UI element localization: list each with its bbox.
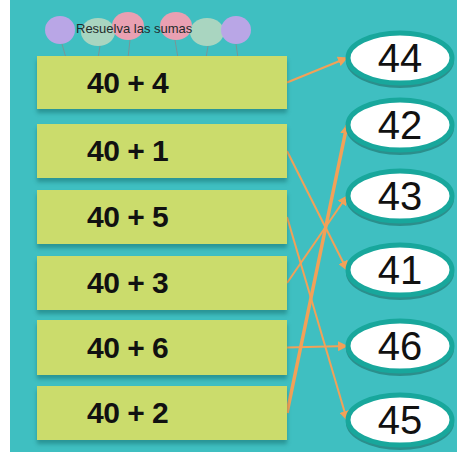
answer-circle: 41 [345,242,455,298]
circle-ring [348,395,452,445]
sum-text: 40 + 2 [87,396,168,430]
answer-circle: 42 [345,97,455,153]
answer-number: 41 [378,248,423,293]
sum-box: 40 + 3 [37,256,287,310]
title-text: Resuelva las sumas [76,21,192,36]
balloon [190,18,224,46]
sum-box: 40 + 4 [37,56,287,109]
sum-text: 40 + 6 [87,331,168,365]
sum-box: 40 + 2 [37,386,287,440]
balloon [45,16,75,44]
sum-text: 40 + 1 [87,134,168,168]
sum-text: 40 + 4 [87,66,168,100]
connector-arrow [287,346,347,348]
sum-box: 40 + 1 [37,124,287,178]
circle-shadow [346,101,454,155]
answer-number: 43 [378,174,423,219]
answer-number: 44 [378,36,423,81]
circle-ring [348,171,452,221]
circle-shadow [346,396,454,450]
sum-box: 40 + 5 [37,190,287,244]
answer-circle: 46 [345,318,455,374]
circle-shadow [346,322,454,376]
answer-circle: 44 [345,30,455,86]
answer-number: 45 [378,398,423,443]
answer-number: 46 [378,324,423,369]
circle-ring [348,321,452,371]
sum-text: 40 + 5 [87,200,168,234]
connector-arrow [287,125,347,413]
answer-number: 42 [378,103,423,148]
circle-shadow [346,246,454,300]
connector-arrow [287,58,347,83]
circle-shadow [346,34,454,88]
circle-ring [348,33,452,83]
circle-ring [348,100,452,150]
answer-circle: 45 [345,392,455,448]
connector-arrow [287,217,347,420]
answer-circle: 43 [345,168,455,224]
sum-text: 40 + 3 [87,266,168,300]
balloon [221,16,251,44]
sum-box: 40 + 6 [37,320,287,375]
circle-ring [348,245,452,295]
circle-shadow [346,172,454,226]
